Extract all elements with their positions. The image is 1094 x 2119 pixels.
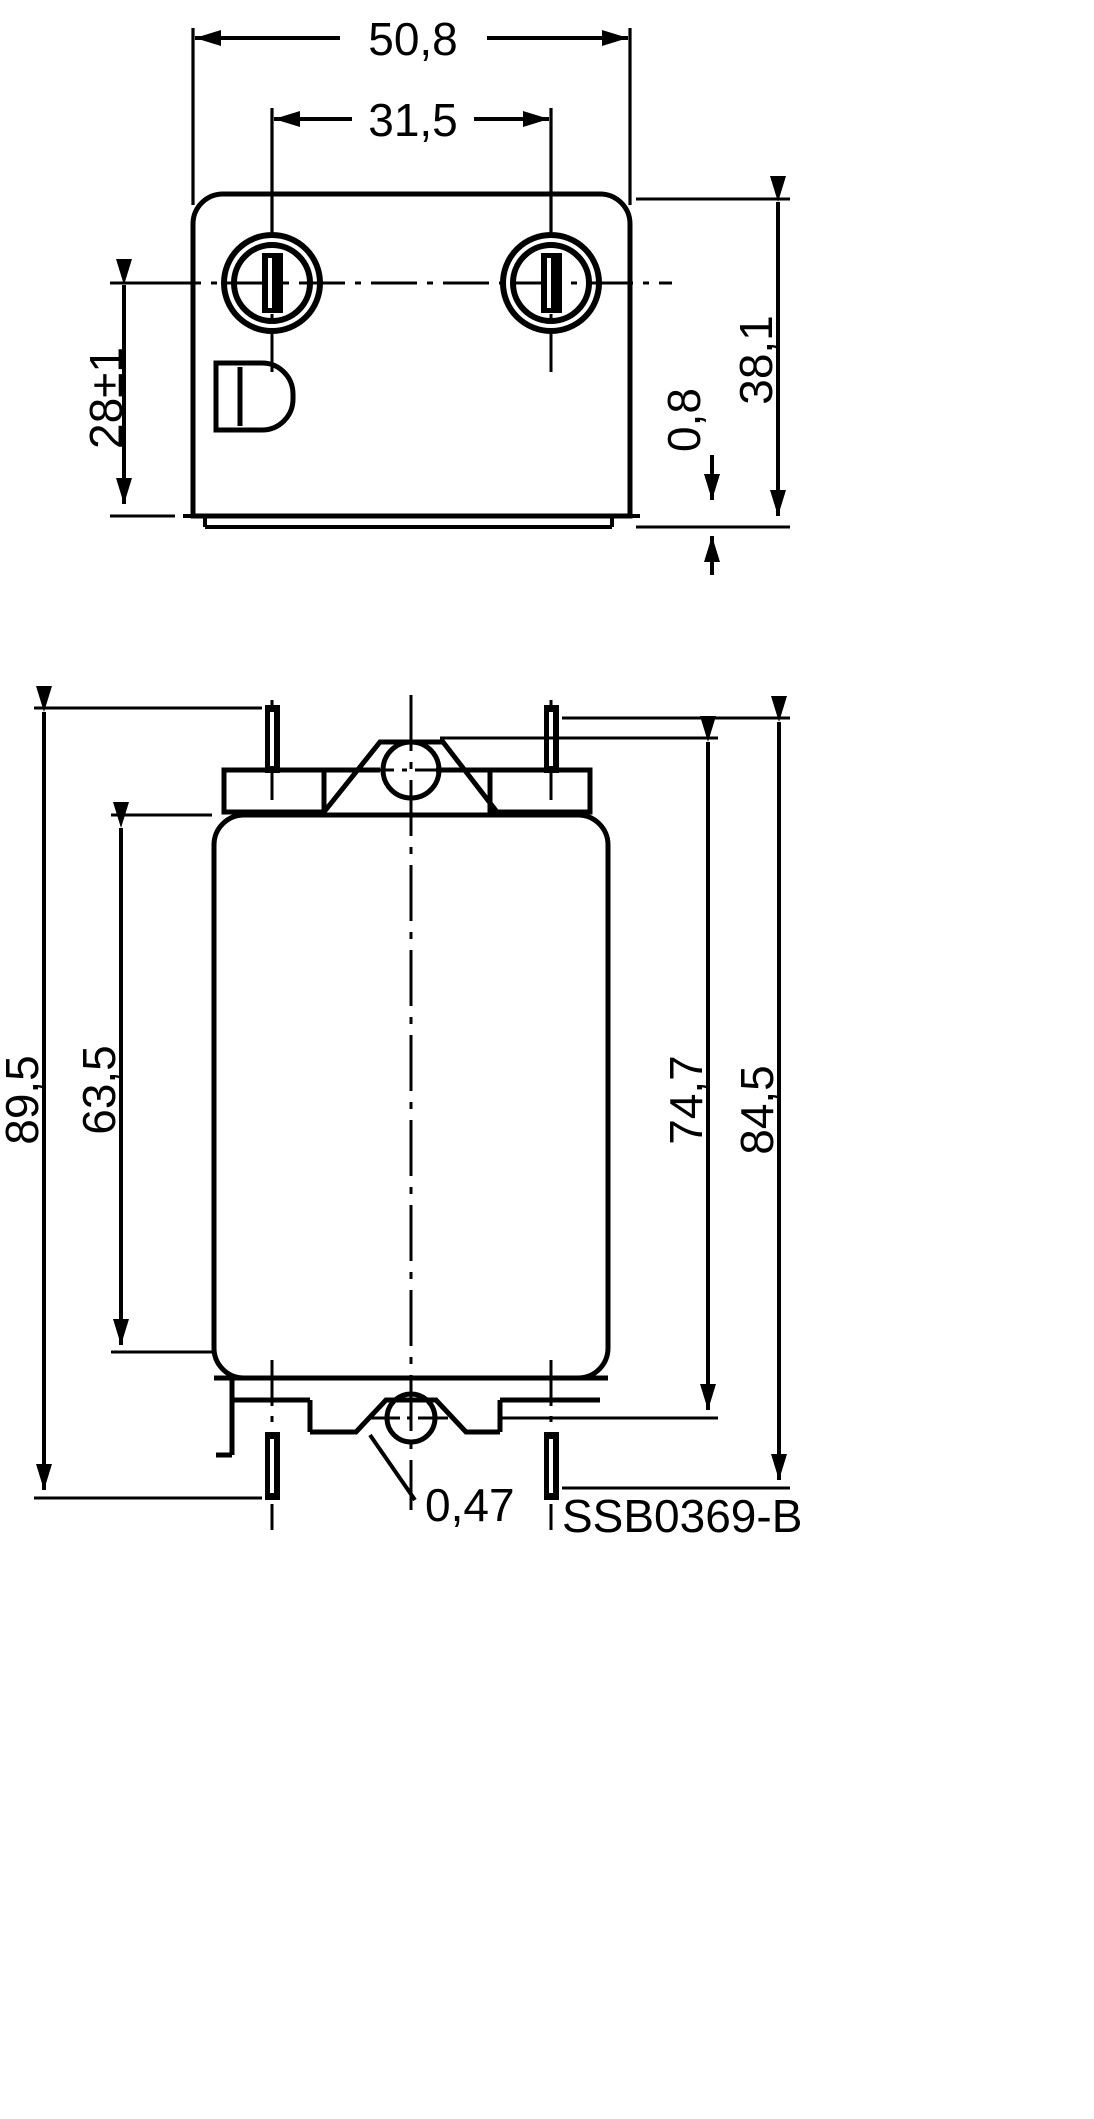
dimension-label-28pm1: 28±1 xyxy=(80,347,132,449)
dimension-74-7: 74,7 xyxy=(440,716,718,1420)
front-view-bottom-pins xyxy=(265,1360,559,1530)
dimension-31-5: 31,5 xyxy=(274,94,549,146)
terminal-right-slot xyxy=(541,253,562,313)
terminal-right xyxy=(500,186,602,372)
terminal-left xyxy=(221,186,323,372)
dimension-label-0-47: 0,47 xyxy=(425,1479,515,1531)
drawing-number-label: SSB0369-B xyxy=(562,1490,802,1542)
top-view-base-flange xyxy=(183,514,640,529)
dimension-label-31-5: 31,5 xyxy=(368,94,458,146)
dimension-84-5: 84,5 xyxy=(562,696,790,1490)
dimension-89-5: 89,5 xyxy=(0,686,262,1500)
dimension-63-5: 63,5 xyxy=(73,802,212,1354)
front-view-group: 89,5 63,5 74,7 84,5 0,47 xyxy=(0,686,790,1531)
terminal-left-slot xyxy=(262,253,283,313)
dimension-label-89-5: 89,5 xyxy=(0,1055,48,1145)
dimension-label-50-8: 50,8 xyxy=(368,13,458,65)
dimension-38-1: 38,1 xyxy=(636,176,790,529)
dimension-label-63-5: 63,5 xyxy=(73,1045,125,1135)
dimension-label-0-8: 0,8 xyxy=(658,388,710,452)
dimension-label-84-5: 84,5 xyxy=(731,1065,783,1155)
dimension-0-8: 0,8 xyxy=(658,388,720,575)
front-view-top-mount-bracket xyxy=(322,739,499,814)
dimension-50-8: 50,8 xyxy=(195,13,628,65)
top-view-body-outline xyxy=(190,191,633,519)
dimension-label-74-7: 74,7 xyxy=(660,1055,712,1145)
dimension-28pm1: 28±1 xyxy=(80,259,175,518)
top-view-extension-lines xyxy=(191,28,632,232)
front-view-body-outline xyxy=(211,812,611,1381)
top-view-group: 50,8 31,5 xyxy=(80,13,790,575)
top-view-d-feature xyxy=(213,360,296,433)
dimension-label-38-1: 38,1 xyxy=(730,315,782,405)
dimension-0-47: 0,47 xyxy=(368,1433,515,1531)
